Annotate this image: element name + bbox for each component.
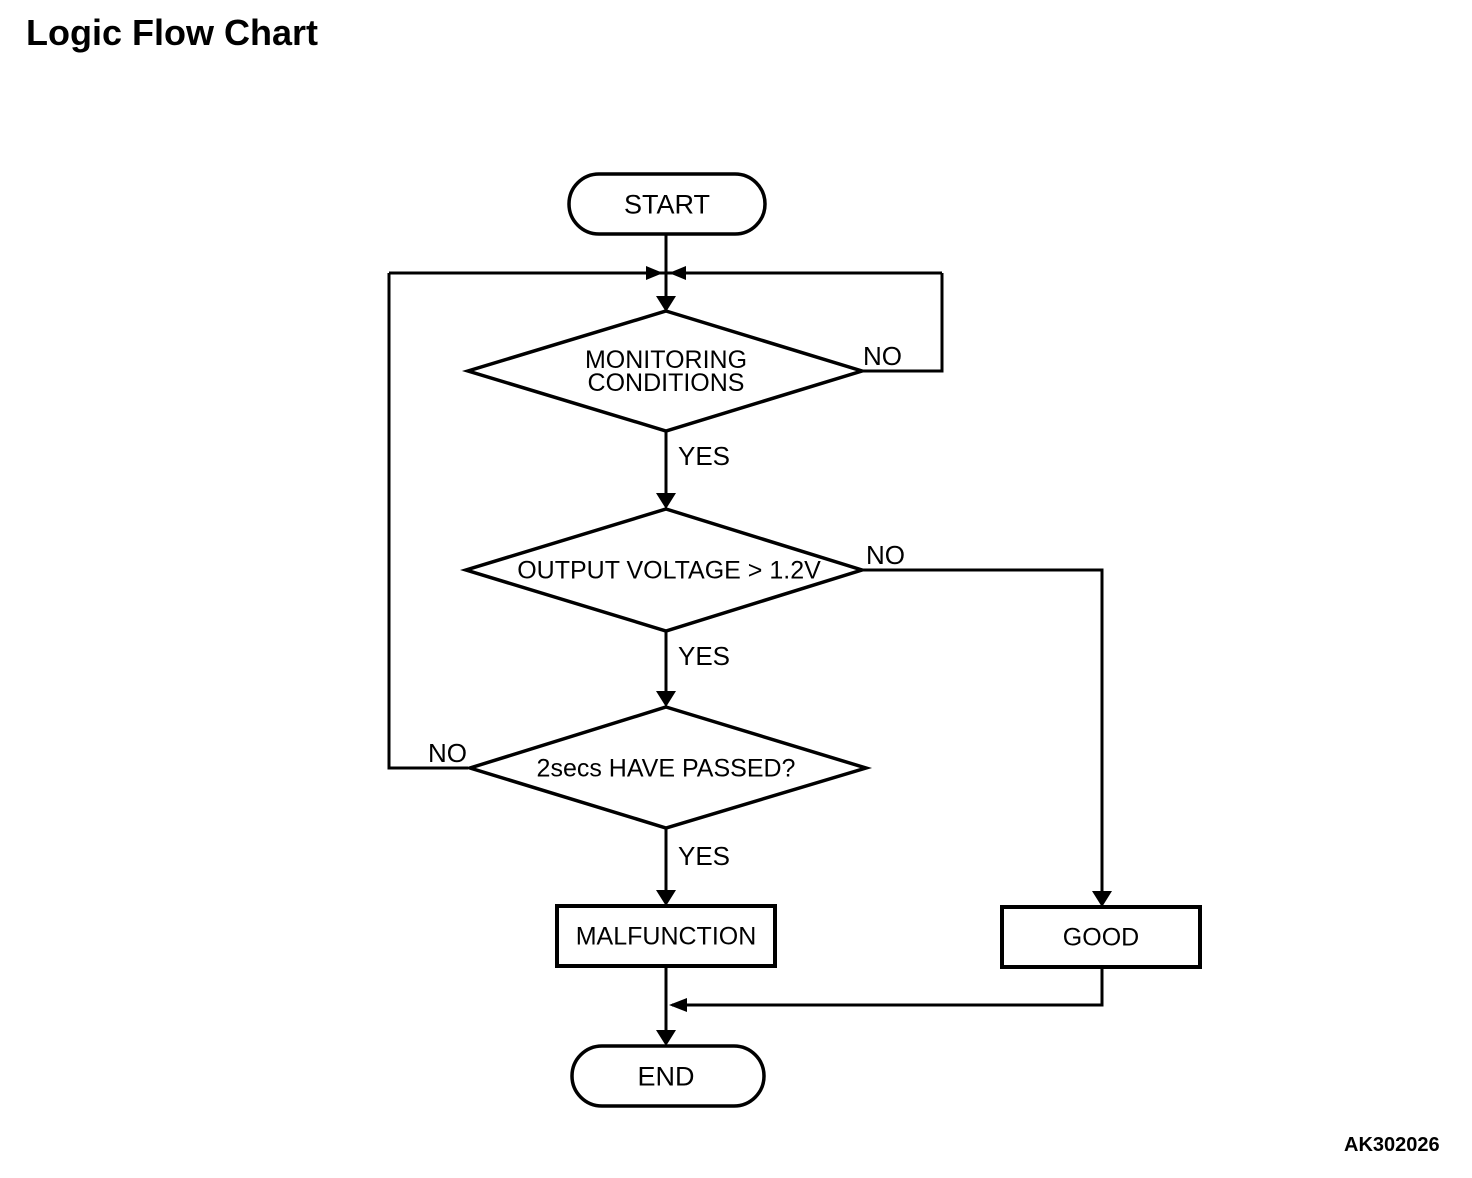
monitoring-node-label: MONITORING CONDITIONS bbox=[584, 346, 748, 397]
voltage-decision-shape bbox=[460, 507, 868, 633]
monitoring-no-label: NO bbox=[863, 341, 902, 371]
monitoring-yes-label: YES bbox=[678, 441, 731, 471]
good-node-label: GOOD bbox=[1062, 923, 1140, 952]
end-node-label: END bbox=[637, 1061, 695, 1092]
edge-monitoring-no-loop bbox=[862, 273, 944, 373]
good-process-shape bbox=[1000, 905, 1202, 969]
arrowhead-into-good bbox=[1092, 891, 1112, 907]
start-terminator-shape bbox=[567, 172, 767, 236]
page-title: Logic Flow Chart bbox=[26, 12, 318, 53]
voltage-no-label: NO bbox=[866, 540, 905, 570]
twosecs-yes-label: YES bbox=[678, 841, 731, 871]
voltage-yes-label: YES bbox=[678, 641, 731, 671]
start-node-label: START bbox=[623, 189, 711, 220]
edge-good-merge bbox=[672, 967, 1104, 1007]
twosecs-node-label: 2secs HAVE PASSED? bbox=[536, 754, 796, 783]
arrowhead-into-voltage bbox=[656, 493, 676, 509]
figure-code: AK302026 bbox=[1344, 1134, 1440, 1156]
edge-voltage-no-to-good bbox=[862, 568, 1104, 904]
arrowhead-into-end bbox=[656, 1030, 676, 1046]
arrowhead-junction-left bbox=[646, 266, 663, 280]
twosecs-no-label: NO bbox=[428, 738, 467, 768]
malfunction-node-label: MALFUNCTION bbox=[575, 922, 757, 951]
end-terminator-shape bbox=[570, 1044, 766, 1108]
voltage-node-label: OUTPUT VOLTAGE > 1.2V bbox=[517, 556, 821, 585]
edge-twosecs-no-loop bbox=[387, 273, 468, 770]
malfunction-process-shape bbox=[555, 904, 777, 968]
arrowhead-into-twosecs bbox=[656, 691, 676, 707]
arrowhead-into-monitoring bbox=[656, 296, 676, 312]
twosecs-decision-shape bbox=[464, 705, 873, 830]
arrowhead-into-malfunction bbox=[656, 890, 676, 906]
arrowhead-junction-right bbox=[669, 266, 686, 280]
monitoring-decision-shape bbox=[461, 309, 868, 433]
arrowhead-merge-left bbox=[669, 998, 687, 1012]
